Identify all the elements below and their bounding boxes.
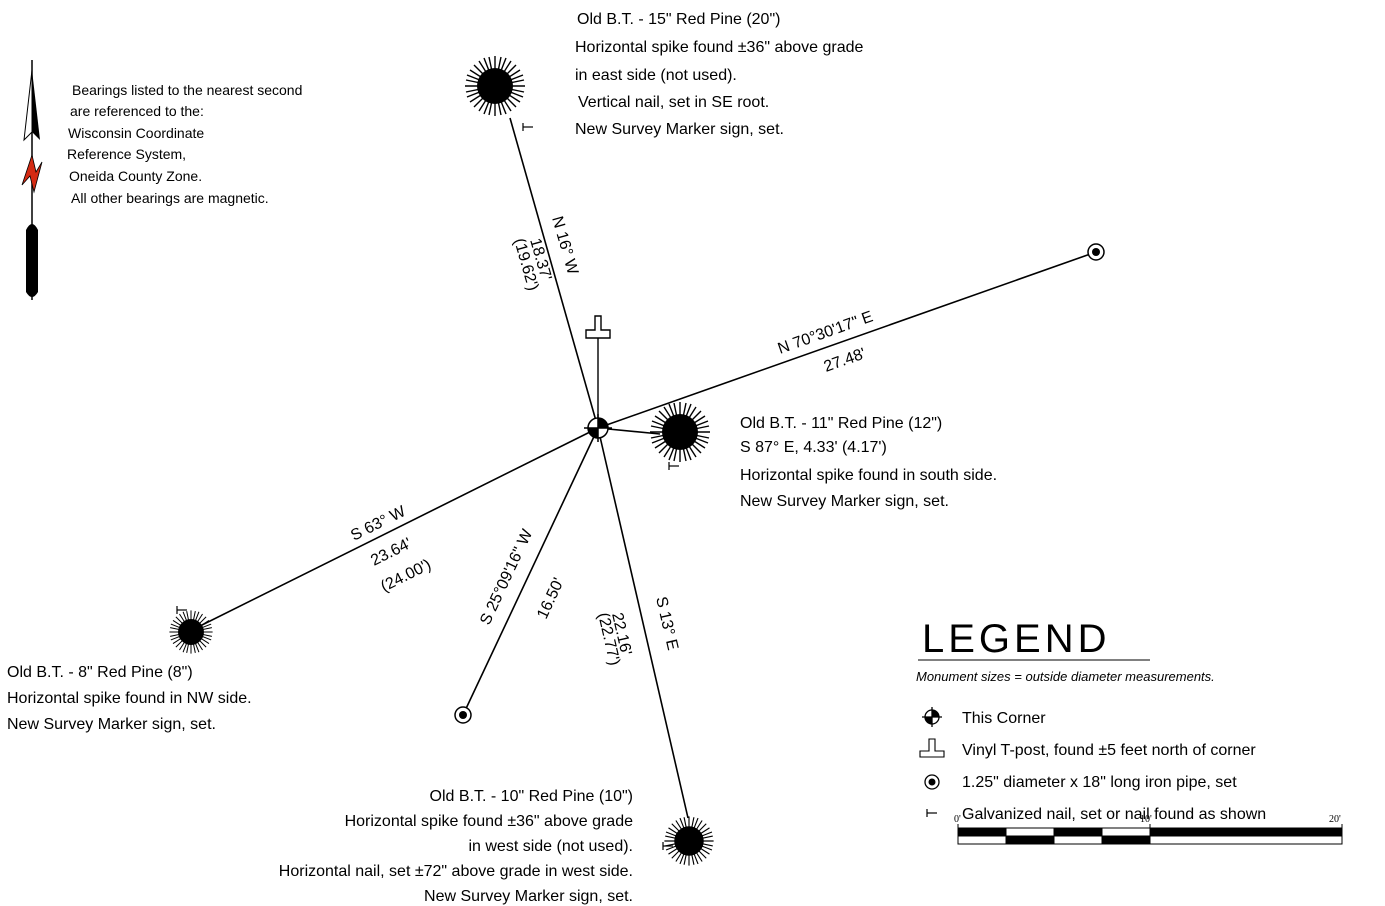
legend-t-post-icon [919,738,945,758]
tree-south-note: Old B.T. - 10" Red Pine (10") Horizontal… [279,788,633,905]
svg-text:Old B.T. - 11" Red Pine (12"): Old B.T. - 11" Red Pine (12") [740,415,942,432]
svg-text:Old B.T. - 10" Red Pine (10"): Old B.T. - 10" Red Pine (10") [430,788,633,805]
line-south-pipe [462,427,599,716]
label-north: N 16° W 18.37' (19.62') [510,214,581,292]
svg-text:Old B.T. - 15" Red Pine (20"): Old B.T. - 15" Red Pine (20") [577,11,780,28]
svg-text:27.48': 27.48' [822,345,868,375]
legend-corner-icon [922,707,942,727]
tree-south-icon [662,815,715,867]
legend-nail-icon [926,809,937,817]
svg-text:Horizontal spike found in sout: Horizontal spike found in south side. [740,467,997,484]
tree-southwest-note: Old B.T. - 8" Red Pine (8") Horizontal s… [7,664,252,733]
svg-text:20': 20' [1329,814,1341,825]
svg-text:in west side (not used).: in west side (not used). [468,838,633,855]
svg-text:Horizontal nail, set ±72" abov: Horizontal nail, set ±72" above grade in… [279,863,633,880]
svg-text:This Corner: This Corner [962,710,1046,727]
svg-text:16.50': 16.50' [534,575,568,621]
tree-north-icon [464,55,534,132]
corner-symbol-icon [584,414,612,442]
svg-text:0': 0' [954,814,961,825]
svg-text:New Survey Marker sign, set.: New Survey Marker sign, set. [575,121,784,138]
svg-text:All other bearings are magneti: All other bearings are magnetic. [71,190,269,206]
label-south-pipe: S 25°09'16" W 16.50' [477,526,568,628]
label-south: S 13° E 22.16' (22.77') [594,595,681,667]
line-east [597,251,1097,429]
tree-southwest-icon [168,605,214,655]
svg-text:New Survey Marker sign, set.: New Survey Marker sign, set. [7,716,216,733]
svg-text:Old B.T. - 8" Red Pine (8"): Old B.T. - 8" Red Pine (8") [7,664,193,681]
tree-east-icon [649,401,711,471]
iron-pipe-south-icon [454,706,472,724]
svg-text:10': 10' [1140,814,1152,825]
svg-text:Wisconsin Coordinate: Wisconsin Coordinate [68,125,204,141]
iron-pipe-east-icon [1087,243,1105,261]
legend-subtitle: Monument sizes = outside diameter measur… [916,669,1215,684]
survey-lines [191,117,1097,819]
svg-text:1.25" diameter x 18" long iron: 1.25" diameter x 18" long iron pipe, set [962,774,1237,791]
tree-north-note: Old B.T. - 15" Red Pine (20") Horizontal… [575,11,864,138]
north-arrow-icon [21,60,43,300]
legend: LEGEND Monument sizes = outside diameter… [916,617,1343,845]
line-southwest [191,427,599,631]
svg-text:23.64': 23.64' [368,535,414,569]
svg-text:Galvanized nail, set or nail f: Galvanized nail, set or nail found as sh… [962,806,1266,823]
line-south [597,427,689,819]
svg-text:Horizontal spike found ±36" ab: Horizontal spike found ±36" above grade [575,39,864,56]
north-note: Bearings listed to the nearest second ar… [67,82,302,206]
t-post-icon [585,315,611,424]
svg-text:in east side (not used).: in east side (not used). [575,67,737,84]
svg-text:New Survey Marker sign, set.: New Survey Marker sign, set. [424,888,633,905]
svg-text:New Survey Marker sign, set.: New Survey Marker sign, set. [740,493,949,510]
svg-text:Horizontal spike found in NW s: Horizontal spike found in NW side. [7,690,252,707]
svg-text:S 87° E, 4.33' (4.17'): S 87° E, 4.33' (4.17') [740,439,887,456]
svg-text:Horizontal spike found ±36" ab: Horizontal spike found ±36" above grade [345,813,634,830]
legend-title: LEGEND [922,617,1111,661]
scale-bar [957,824,1343,845]
line-north [509,117,599,429]
legend-iron-pipe-icon [924,774,940,790]
tree-east-note: Old B.T. - 11" Red Pine (12") S 87° E, 4… [740,415,997,510]
svg-text:are referenced to the:: are referenced to the: [70,103,204,119]
svg-text:Vertical nail, set in SE root.: Vertical nail, set in SE root. [578,94,769,111]
svg-text:Vinyl T-post, found ±5 feet no: Vinyl T-post, found ±5 feet north of cor… [962,742,1256,759]
label-east: N 70°30'17" E 27.48' [776,308,876,375]
svg-text:Bearings listed to the nearest: Bearings listed to the nearest second [72,82,302,98]
svg-text:Oneida County Zone.: Oneida County Zone. [69,168,202,184]
svg-text:S 13° E: S 13° E [652,595,681,652]
svg-text:Reference System,: Reference System, [67,146,186,162]
